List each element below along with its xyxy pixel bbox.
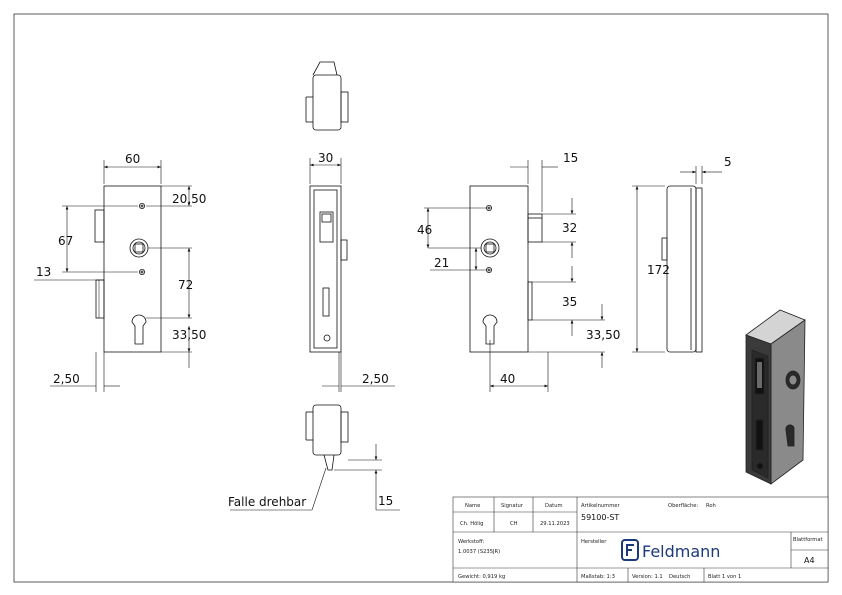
dim-bottom-offset-rear: 33,50	[586, 328, 620, 342]
rear-view-dimensions	[424, 160, 605, 392]
tb-sheet-count: Blatt 1 von 1	[708, 574, 741, 580]
side-view	[309, 185, 348, 353]
tb-signature-label: Signatur	[501, 503, 524, 509]
dim-plate-thickness-side: 2,50	[362, 372, 389, 386]
tb-article-value: 59100-ST	[581, 513, 619, 522]
dim-latch-projection: 15	[563, 151, 578, 165]
drawing-frame	[13, 13, 829, 583]
tb-sheet-format-label: Blattformat	[793, 537, 823, 543]
narrow-side-dimensions	[632, 166, 722, 353]
callout-falle-drehbar: Falle drehbar	[228, 495, 306, 509]
tb-language: Deutsch	[669, 574, 690, 580]
dim-keyhole-distance: 72	[178, 278, 193, 292]
dim-backset: 40	[500, 372, 515, 386]
rear-view-labels: 15 32 46 21 35 33,50 40	[417, 151, 620, 386]
dim-side-width: 30	[318, 151, 333, 165]
rear-view	[469, 185, 543, 353]
tb-version: Version: 1.1	[632, 574, 663, 580]
top-view	[305, 61, 349, 131]
dim-edge-offset: 5	[724, 155, 732, 169]
dim-latch-height: 32	[562, 221, 577, 235]
tb-material-label: Werkstoff:	[458, 539, 485, 545]
tb-date-value: 29.11.2023	[540, 521, 570, 527]
isometric-lock-image	[745, 309, 806, 485]
tb-sheet-format-value: A4	[804, 556, 815, 565]
side-view-dimensions	[230, 158, 400, 511]
dim-front-width: 60	[125, 152, 140, 166]
dim-follower-offset: 46	[417, 223, 432, 237]
dim-hole-spacing: 67	[58, 234, 73, 248]
tb-date-label: Datum	[545, 503, 563, 509]
tb-surface-label: Oberfläche:	[668, 503, 698, 509]
narrow-side-view	[661, 185, 703, 353]
narrow-side-labels: 5 172	[647, 155, 732, 277]
front-view-dimensions	[34, 160, 192, 392]
tb-weight: Gewicht: 0,919 kg	[458, 574, 505, 580]
tb-name-label: Name	[465, 503, 480, 509]
tb-manufacturer-label: Hersteller	[581, 539, 607, 545]
dim-spindle-size: 21	[434, 256, 449, 270]
feldmann-logo: Feldmann	[621, 539, 720, 561]
front-view-labels: 60 20,50 67 13 72 33,50 2,50	[36, 152, 206, 386]
brand-name: Feldmann	[642, 542, 720, 561]
tb-scale: Maßstab: 1:3	[581, 574, 615, 580]
tb-material-value: 1.0037 (S235JR)	[458, 549, 500, 555]
front-view	[94, 185, 162, 353]
tb-name-value: Ch. Hölig	[460, 521, 483, 527]
tb-surface-value: Roh	[706, 503, 716, 509]
dim-bottom-offset-front: 33,50	[172, 328, 206, 342]
tb-signature-value: CH	[510, 521, 518, 527]
dim-total-height: 172	[647, 263, 670, 277]
side-view-labels: 30 2,50 15 Falle drehbar	[228, 151, 393, 509]
dim-plate-thickness-front: 2,50	[53, 372, 80, 386]
title-block-text: Name Signatur Datum Ch. Hölig CH 29.11.2…	[458, 503, 823, 580]
dim-latch-projection-bottom: 15	[378, 494, 393, 508]
dim-left-offset: 13	[36, 265, 51, 279]
bottom-view	[305, 404, 349, 471]
dim-bolt-height: 35	[562, 295, 577, 309]
dim-top-hole-offset: 20,50	[172, 192, 206, 206]
tb-article-label: Artikelnummer	[581, 503, 620, 509]
title-block	[452, 496, 829, 583]
